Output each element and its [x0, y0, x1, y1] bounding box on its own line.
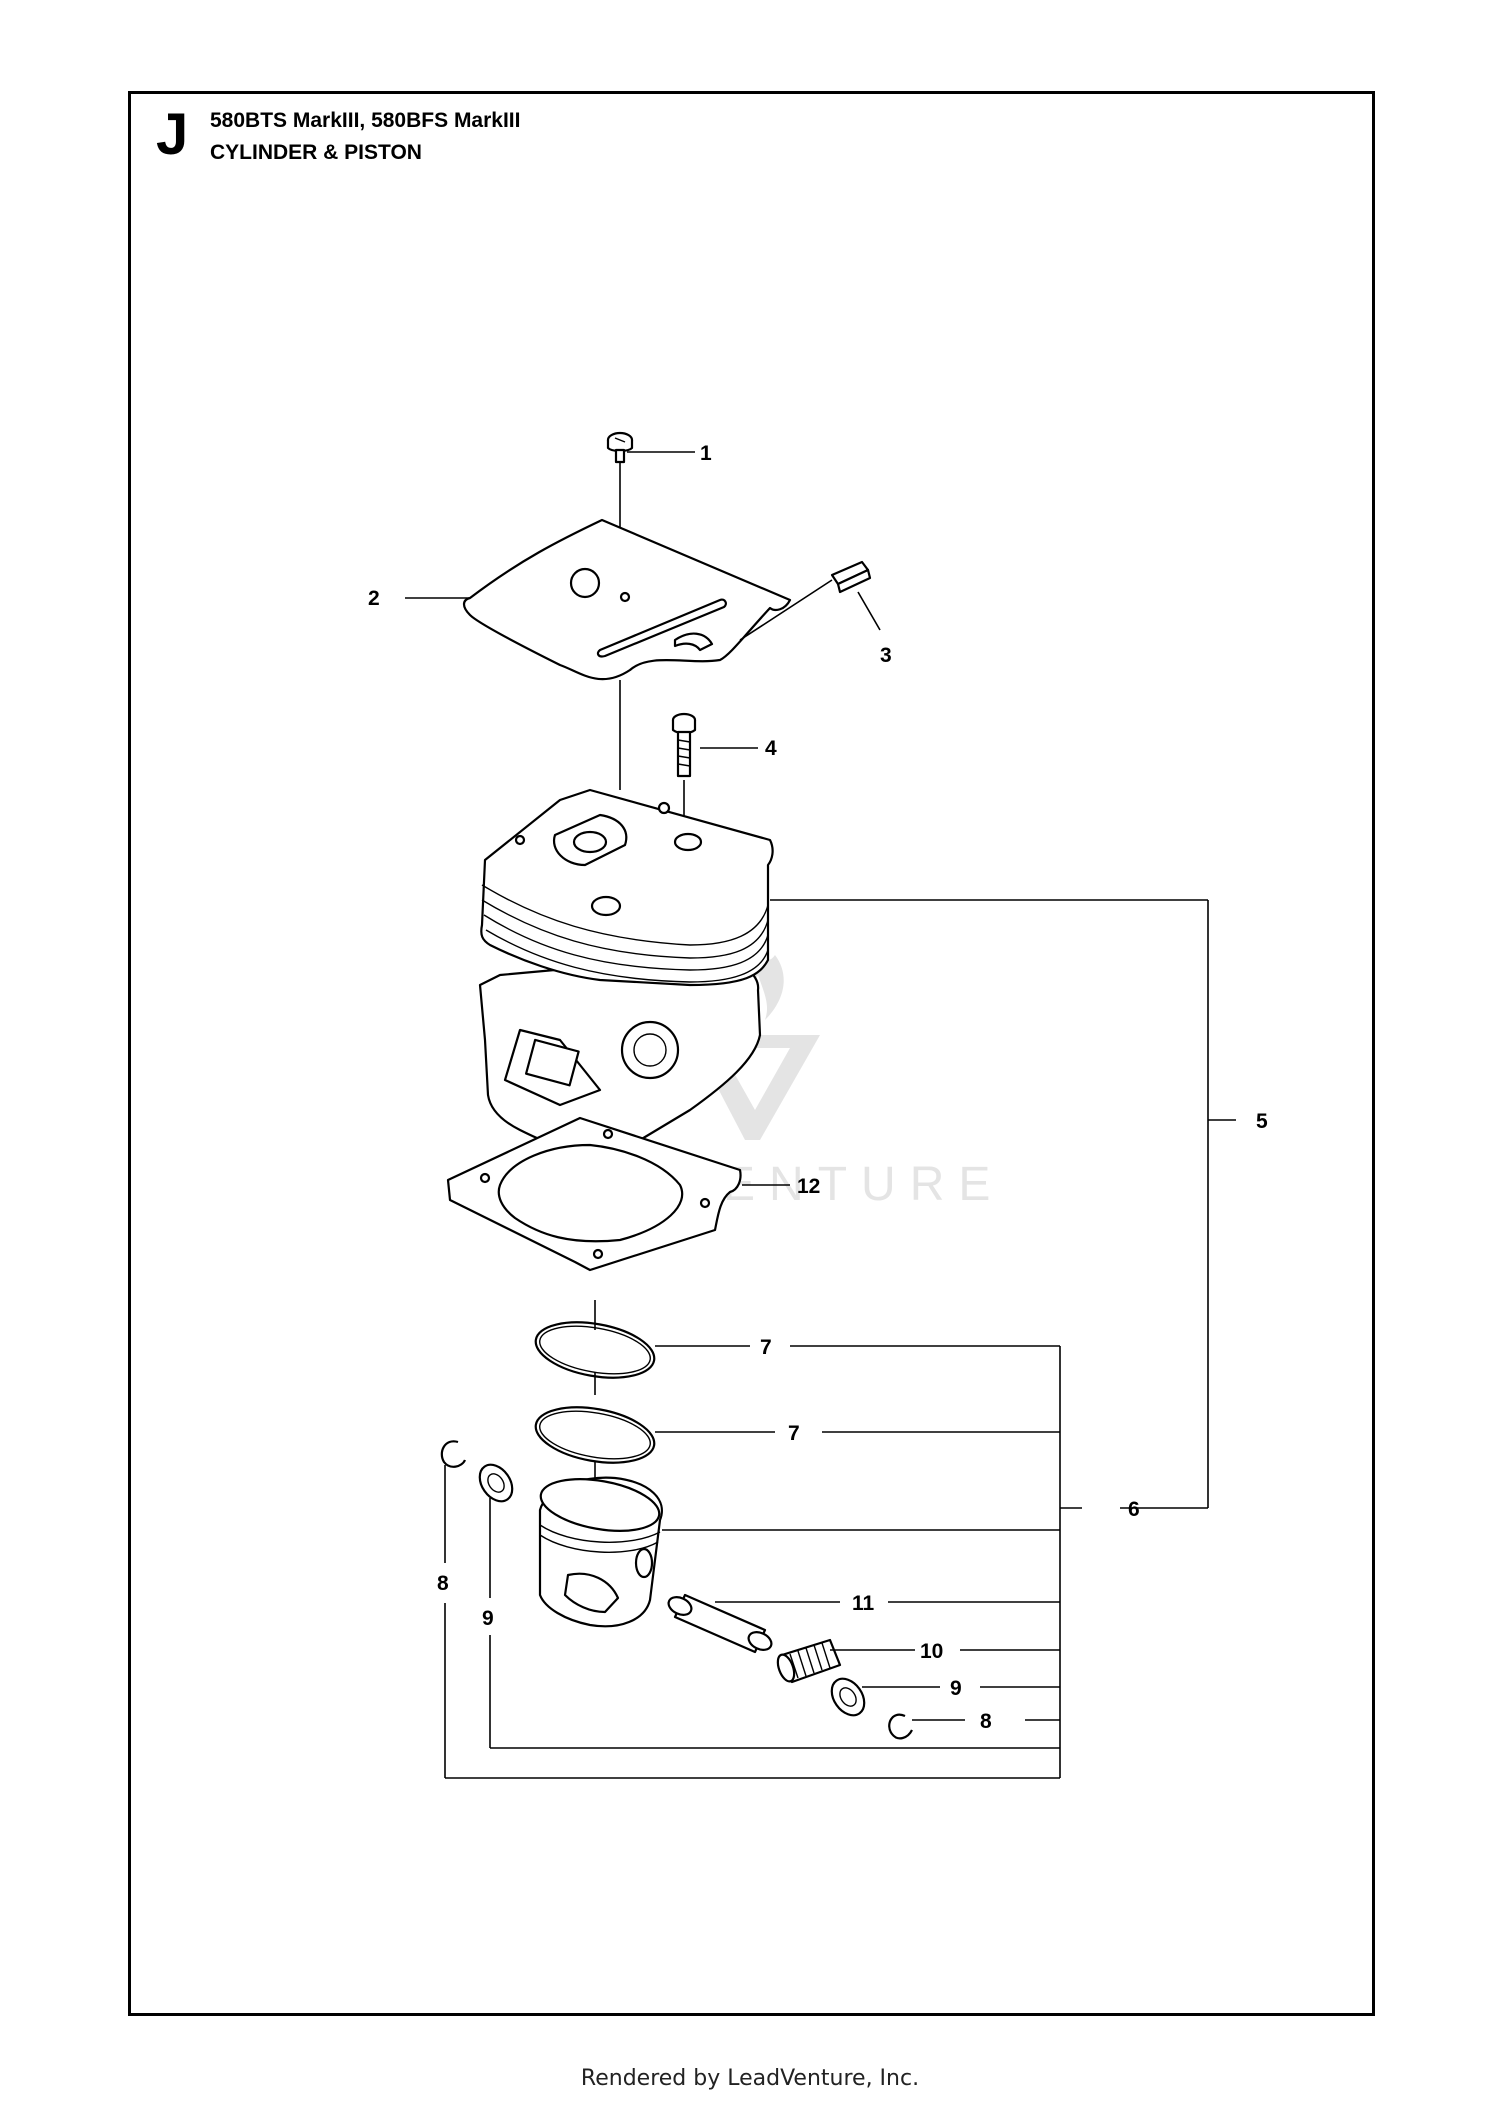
assembly-title: CYLINDER & PISTON — [210, 141, 422, 164]
callout-12: 12 — [797, 1175, 820, 1198]
part-1-screw — [606, 431, 634, 464]
callout-2: 2 — [368, 587, 380, 610]
callout-8-left: 8 — [437, 1572, 449, 1595]
callout-9-left: 9 — [482, 1607, 494, 1630]
callout-8-right: 8 — [980, 1710, 992, 1733]
part-3-clip — [830, 560, 872, 594]
callout-11: 11 — [852, 1592, 875, 1615]
callout-9-right: 9 — [950, 1677, 962, 1700]
part-6-piston — [538, 1476, 663, 1628]
footer-credit: Rendered by LeadVenture, Inc. — [580, 2066, 920, 2091]
callout-10: 10 — [920, 1640, 943, 1663]
part-11-piston-pin — [667, 1593, 773, 1654]
part-7-piston-ring-lower — [534, 1406, 656, 1464]
section-letter: J — [156, 102, 189, 167]
callout-7-lower: 7 — [788, 1422, 800, 1445]
part-4-bolt — [671, 712, 697, 778]
model-title: 580BTS MarkIII, 580BFS MarkIII — [210, 109, 521, 132]
part-8-circlip-right — [888, 1713, 913, 1740]
part-8-circlip-left — [440, 1440, 467, 1468]
callout-3: 3 — [880, 644, 892, 667]
part-7-piston-ring-upper — [534, 1321, 656, 1379]
callout-5: 5 — [1256, 1110, 1268, 1133]
diagram-frame — [128, 91, 1375, 2016]
callout-1: 1 — [700, 442, 712, 465]
callout-4: 4 — [765, 737, 777, 760]
callout-7-upper: 7 — [760, 1336, 772, 1359]
callout-6: 6 — [1128, 1498, 1140, 1521]
part-9-thrust-washer-left — [478, 1463, 514, 1503]
part-10-needle-bearing — [776, 1638, 842, 1684]
part-2-heat-shield — [462, 518, 792, 681]
part-5-cylinder — [478, 788, 774, 1152]
part-9-thrust-washer-right — [830, 1677, 866, 1717]
part-12-gasket — [446, 1116, 742, 1272]
